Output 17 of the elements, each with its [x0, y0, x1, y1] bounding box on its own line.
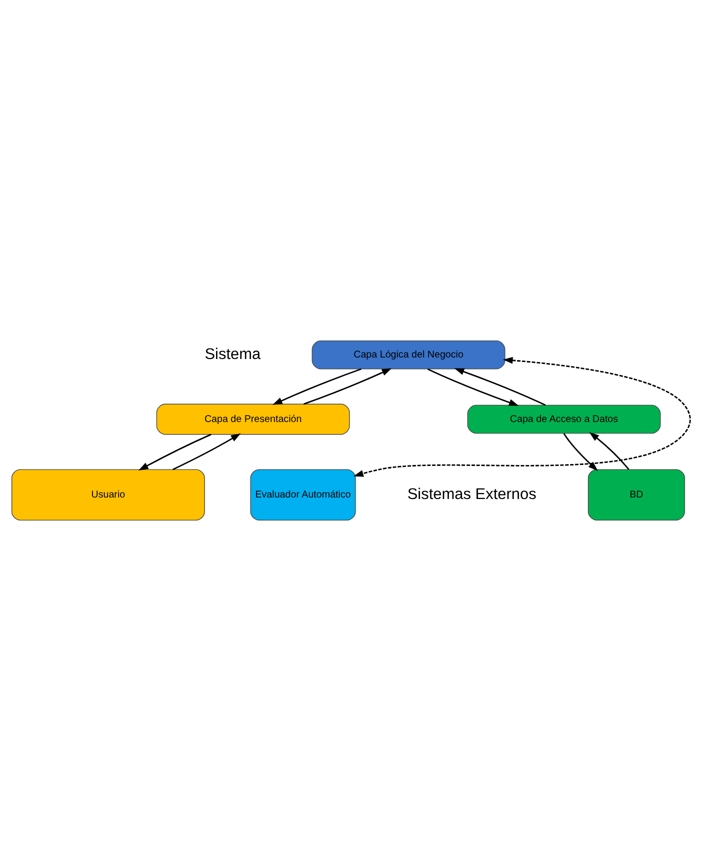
arrow — [563, 433, 598, 471]
arrow — [272, 368, 362, 405]
arrow — [304, 368, 392, 405]
node-box: Capa de Acceso a Datos — [467, 404, 661, 434]
arrow — [172, 433, 241, 470]
label: Sistemas Externos — [407, 486, 536, 503]
label: Sistema — [204, 346, 261, 363]
arrow — [427, 368, 519, 406]
arrow — [354, 356, 691, 477]
arrow — [138, 434, 212, 470]
node-box: Capa de Presentación — [156, 404, 350, 435]
arrow — [589, 432, 630, 470]
arrow — [454, 368, 546, 406]
node-box: Usuario — [11, 469, 205, 521]
node-box: Capa Lógica del Negocio — [312, 340, 506, 370]
node-box: Evaluador Automático — [250, 469, 356, 521]
node-box: BD — [588, 469, 685, 521]
